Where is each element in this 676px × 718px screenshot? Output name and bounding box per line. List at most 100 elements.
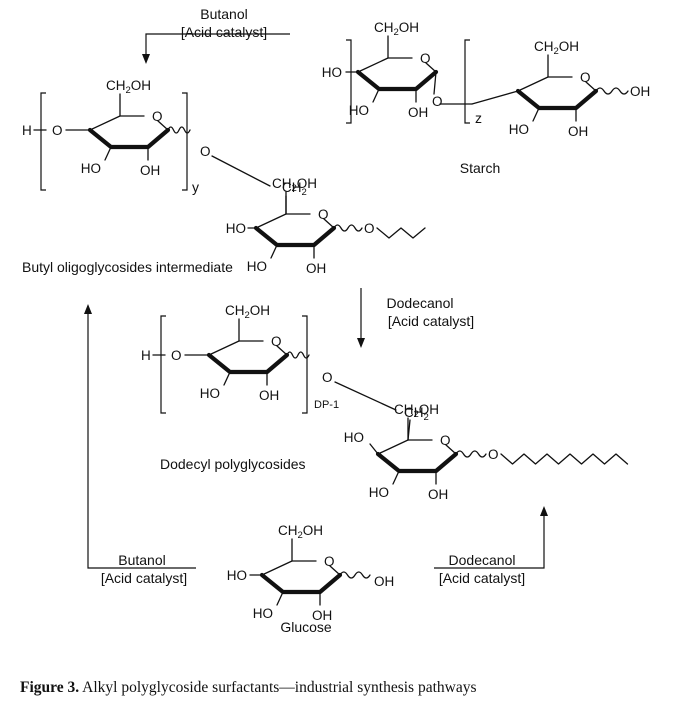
starch-end-anomeric-wavy-bond xyxy=(595,87,629,95)
glucose-to-dodecyl-arrowhead xyxy=(540,506,548,516)
top-reagent-acid-catalyst: [Acid catalyst] xyxy=(181,24,267,40)
dodecyl-o-ch2-bond xyxy=(334,381,397,411)
butyl-right-bracket xyxy=(182,92,188,191)
glucose-ring-oxygen-bond xyxy=(329,565,341,576)
dodecyl-end-c4-bond xyxy=(369,443,379,455)
butyl-intermediate-label: Butyl oligoglycosides intermediate xyxy=(22,259,233,275)
butyl-unit-anomeric-wavy-bond xyxy=(167,126,191,134)
starch-right-bracket xyxy=(464,39,470,124)
butyl-unit-ring-oxygen-label: O xyxy=(152,109,163,124)
butyl-left-bracket xyxy=(40,92,46,191)
repeat-unit-brackets xyxy=(40,39,470,414)
dodecyl-polyglycosides-label: Dodecyl polyglycosides xyxy=(160,456,306,472)
starch-glycosidic-o-label: O xyxy=(432,94,443,109)
bottom-left-reagent-butanol: Butanol xyxy=(118,552,165,568)
starch-unit-c3-ho-label: HO xyxy=(349,103,369,118)
starch-unit-ch2oh-label: CH2OH xyxy=(374,20,419,38)
bottom-right-reagent-acid-catalyst: [Acid catalyst] xyxy=(439,570,525,586)
glucose-ring-back-bonds xyxy=(261,560,317,576)
starch-unit-c3-oh-bond xyxy=(372,88,380,103)
dodecyl-end-c4-ho-label: HO xyxy=(344,430,364,445)
dodecyl-end-c2-oh-label: OH xyxy=(428,487,448,502)
butyl-h-terminal-label: H xyxy=(22,123,32,138)
dodecyl-end-ring-oxygen-label: O xyxy=(440,433,451,448)
starch-unit-c4-ho-label: HO xyxy=(322,65,342,80)
butyl-end-c3-ho-label: HO xyxy=(247,259,267,274)
butyl-unit-ring-back-bonds xyxy=(89,115,145,131)
butyl-end-ring-oxygen-label: O xyxy=(318,207,329,222)
dodecyl-glycosidic-o-label: O xyxy=(322,370,333,385)
figure-caption: Figure 3. Alkyl polyglycoside surfactant… xyxy=(20,679,476,697)
starch-unit-ring-oxygen-label: O xyxy=(420,51,431,66)
figure-caption-text: Alkyl polyglycoside surfactants—industri… xyxy=(79,679,477,696)
dodecyl-end-c3-ho-label: HO xyxy=(369,485,389,500)
dodecyl-end-ring-back-bonds xyxy=(377,439,433,455)
starch-unit-c2-oh-label: OH xyxy=(408,105,428,120)
butyl-unit-c2-oh-label: OH xyxy=(140,163,160,178)
reaction-arrows xyxy=(84,33,548,569)
starch-end-ch2oh-label: CH2OH xyxy=(534,39,579,57)
starch-to-butyl-arrowhead xyxy=(142,54,150,64)
butyl-end-c3-oh-bond xyxy=(270,244,278,259)
bottom-left-reagent-acid-catalyst: [Acid catalyst] xyxy=(101,570,187,586)
starch-unit-ring-back-bonds xyxy=(357,57,413,73)
glucose-ring-structures xyxy=(33,35,629,606)
dodecyl-ch2-label: CH2 xyxy=(404,405,429,423)
dodecyl-chain-zigzag xyxy=(500,453,629,465)
butyl-unit-ch2oh-label: CH2OH xyxy=(106,78,151,96)
starch-end-c2-oh-label: OH xyxy=(568,124,588,139)
glucose-ch2oh-label: CH2OH xyxy=(278,523,323,541)
starch-end-ring-oxygen-bond xyxy=(585,81,597,92)
mid-reagent-dodecanol: Dodecanol xyxy=(387,295,454,311)
dodecyl-unit-c2-oh-label: OH xyxy=(259,388,279,403)
glucose-to-dodecyl-arrow-line xyxy=(434,514,545,569)
dodecyl-left-bracket xyxy=(160,315,166,414)
glucose-anomeric-oh-label: OH xyxy=(374,574,394,589)
butyl-repeat-subscript: y xyxy=(192,179,199,195)
butyl-o-ch2-bond xyxy=(211,155,271,187)
glucose-c3-oh-bond xyxy=(276,591,284,606)
starch-unit-c1-bond xyxy=(433,71,437,95)
dodecyl-end-ring-oxygen-bond xyxy=(445,444,457,455)
butyl-end-c4-ho-label: HO xyxy=(226,221,246,236)
starch-end-ring-back-bonds xyxy=(517,76,573,92)
butyl-c4-oxygen-label: O xyxy=(52,123,63,138)
dodecyl-repeat-subscript: DP-1 xyxy=(314,399,339,411)
butyl-end-ch2oh-label: CH2OH xyxy=(272,176,317,194)
starch-to-butyl-arrow-line xyxy=(145,33,290,58)
starch-unit-ring-front-bonds xyxy=(355,69,439,92)
starch-left-bracket xyxy=(346,39,352,124)
starch-repeat-subscript: z xyxy=(475,110,482,126)
starch-unit-ring-oxygen-bond xyxy=(425,62,437,73)
glucose-label: Glucose xyxy=(280,619,332,635)
dodecyl-right-bracket xyxy=(302,315,308,414)
dodecyl-unit-ring-back-bonds xyxy=(208,340,264,356)
dodecyl-end-oxygen-label: O xyxy=(488,447,499,462)
glucose-ring-front-bonds xyxy=(259,572,343,595)
dodecyl-end-anomeric-wavy-bond xyxy=(455,450,487,458)
butyl-end-anomeric-wavy-bond xyxy=(333,224,363,232)
mid-reagent-acid-catalyst: [Acid catalyst] xyxy=(388,313,474,329)
figure-number: Figure 3. xyxy=(20,679,80,696)
dodecyl-c4-oxygen-label: O xyxy=(171,348,182,363)
butyl-unit-c3-ho-label: HO xyxy=(81,161,101,176)
butyl-unit-ring-front-bonds xyxy=(87,127,171,150)
dodecyl-end-ring-front-bonds xyxy=(375,451,459,474)
connecting-bonds xyxy=(211,90,629,465)
bottom-right-reagent-dodecanol: Dodecanol xyxy=(449,552,516,568)
starch-end-c3-oh-bond xyxy=(532,107,540,122)
glucose-to-butyl-arrow-line xyxy=(87,312,196,569)
butyl-to-dodecyl-arrowhead xyxy=(357,338,365,348)
dodecyl-unit-c3-ho-label: HO xyxy=(200,386,220,401)
dodecyl-unit-c3-oh-bond xyxy=(223,371,231,386)
butyl-ch2-label: CH2 xyxy=(282,180,307,198)
dodecyl-unit-ch2oh-label: CH2OH xyxy=(225,303,270,321)
butyl-end-c2-oh-label: OH xyxy=(306,261,326,276)
starch-end-ring-oxygen-label: O xyxy=(580,70,591,85)
butyl-unit-ring-oxygen-bond xyxy=(157,120,169,131)
dodecyl-unit-ring-front-bonds xyxy=(206,352,290,375)
starch-end-link-bond xyxy=(471,90,519,105)
starch-label: Starch xyxy=(460,160,500,176)
glucose-c3-ho-label: HO xyxy=(253,606,273,621)
